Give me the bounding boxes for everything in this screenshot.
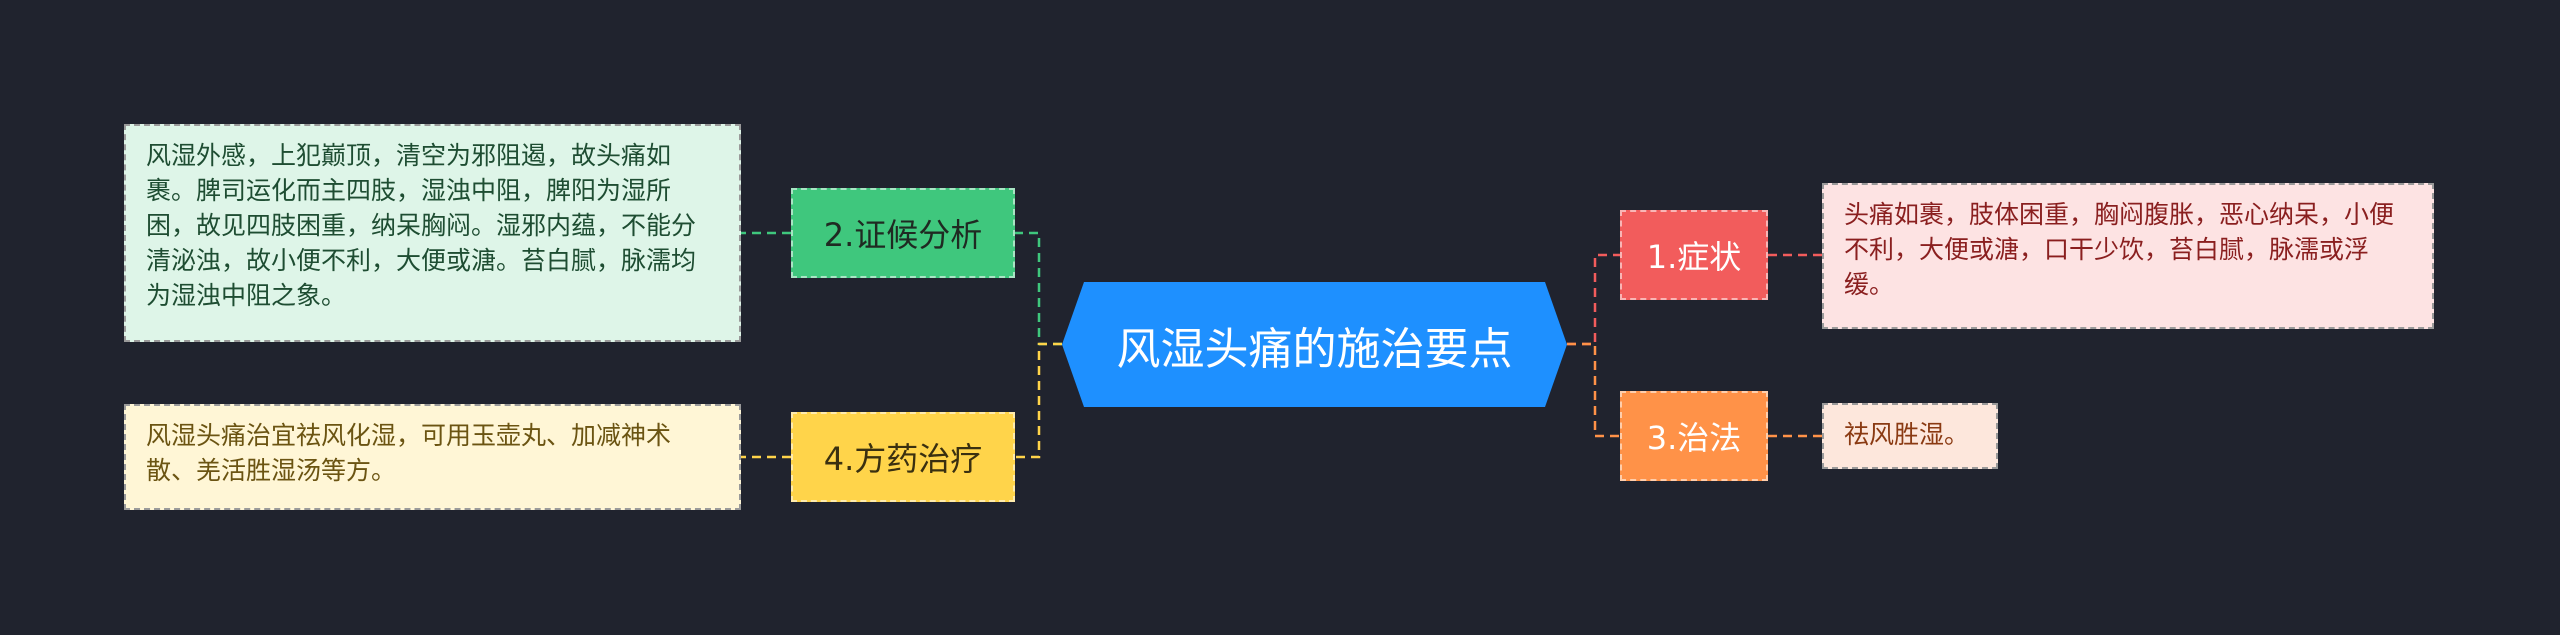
leaf-treatment-method-text: 祛风胜湿。 <box>1844 420 1970 449</box>
branch-prescription-label: 4.方药治疗 <box>823 440 983 478</box>
leaf-prescription: 风湿头痛治宜祛风化湿，可用玉壶丸、加减神术散、羌活胜湿汤等方。 <box>124 404 741 510</box>
branch-symptoms-label: 1.症状 <box>1646 238 1742 276</box>
leaf-prescription-text: 风湿头痛治宜祛风化湿，可用玉壶丸、加减神术散、羌活胜湿汤等方。 <box>146 421 672 485</box>
branch-treatment-method[interactable]: 3.治法 <box>1620 391 1768 481</box>
leaf-syndrome-analysis-text: 风湿外感，上犯巅顶，清空为邪阻遏，故头痛如裹。脾司运化而主四肢，湿浊中阻，脾阳为… <box>146 141 697 310</box>
central-topic[interactable]: 风湿头痛的施治要点 <box>1062 282 1567 407</box>
branch-prescription[interactable]: 4.方药治疗 <box>791 412 1015 502</box>
branch-syndrome-analysis[interactable]: 2.证候分析 <box>791 188 1015 278</box>
leaf-symptoms: 头痛如裹，肢体困重，胸闷腹胀，恶心纳呆，小便不利，大便或溏，口干少饮，苔白腻，脉… <box>1822 183 2434 329</box>
leaf-treatment-method: 祛风胜湿。 <box>1822 403 1998 469</box>
branch-treatment-method-label: 3.治法 <box>1646 419 1742 457</box>
central-topic-label: 风湿头痛的施治要点 <box>1116 323 1513 375</box>
connector-center-b4 <box>1015 342 1062 459</box>
connector-center-b1 <box>1567 253 1620 346</box>
leaf-syndrome-analysis: 风湿外感，上犯巅顶，清空为邪阻遏，故头痛如裹。脾司运化而主四肢，湿浊中阻，脾阳为… <box>124 124 741 342</box>
branch-syndrome-analysis-label: 2.证候分析 <box>823 216 983 254</box>
connector-center-b3 <box>1567 342 1620 438</box>
central-topic-shape <box>1062 282 1567 407</box>
leaf-symptoms-text: 头痛如裹，肢体困重，胸闷腹胀，恶心纳呆，小便不利，大便或溏，口干少饮，苔白腻，脉… <box>1844 200 2395 299</box>
connector-center-b2 <box>1015 231 1062 346</box>
branch-symptoms[interactable]: 1.症状 <box>1620 210 1768 300</box>
